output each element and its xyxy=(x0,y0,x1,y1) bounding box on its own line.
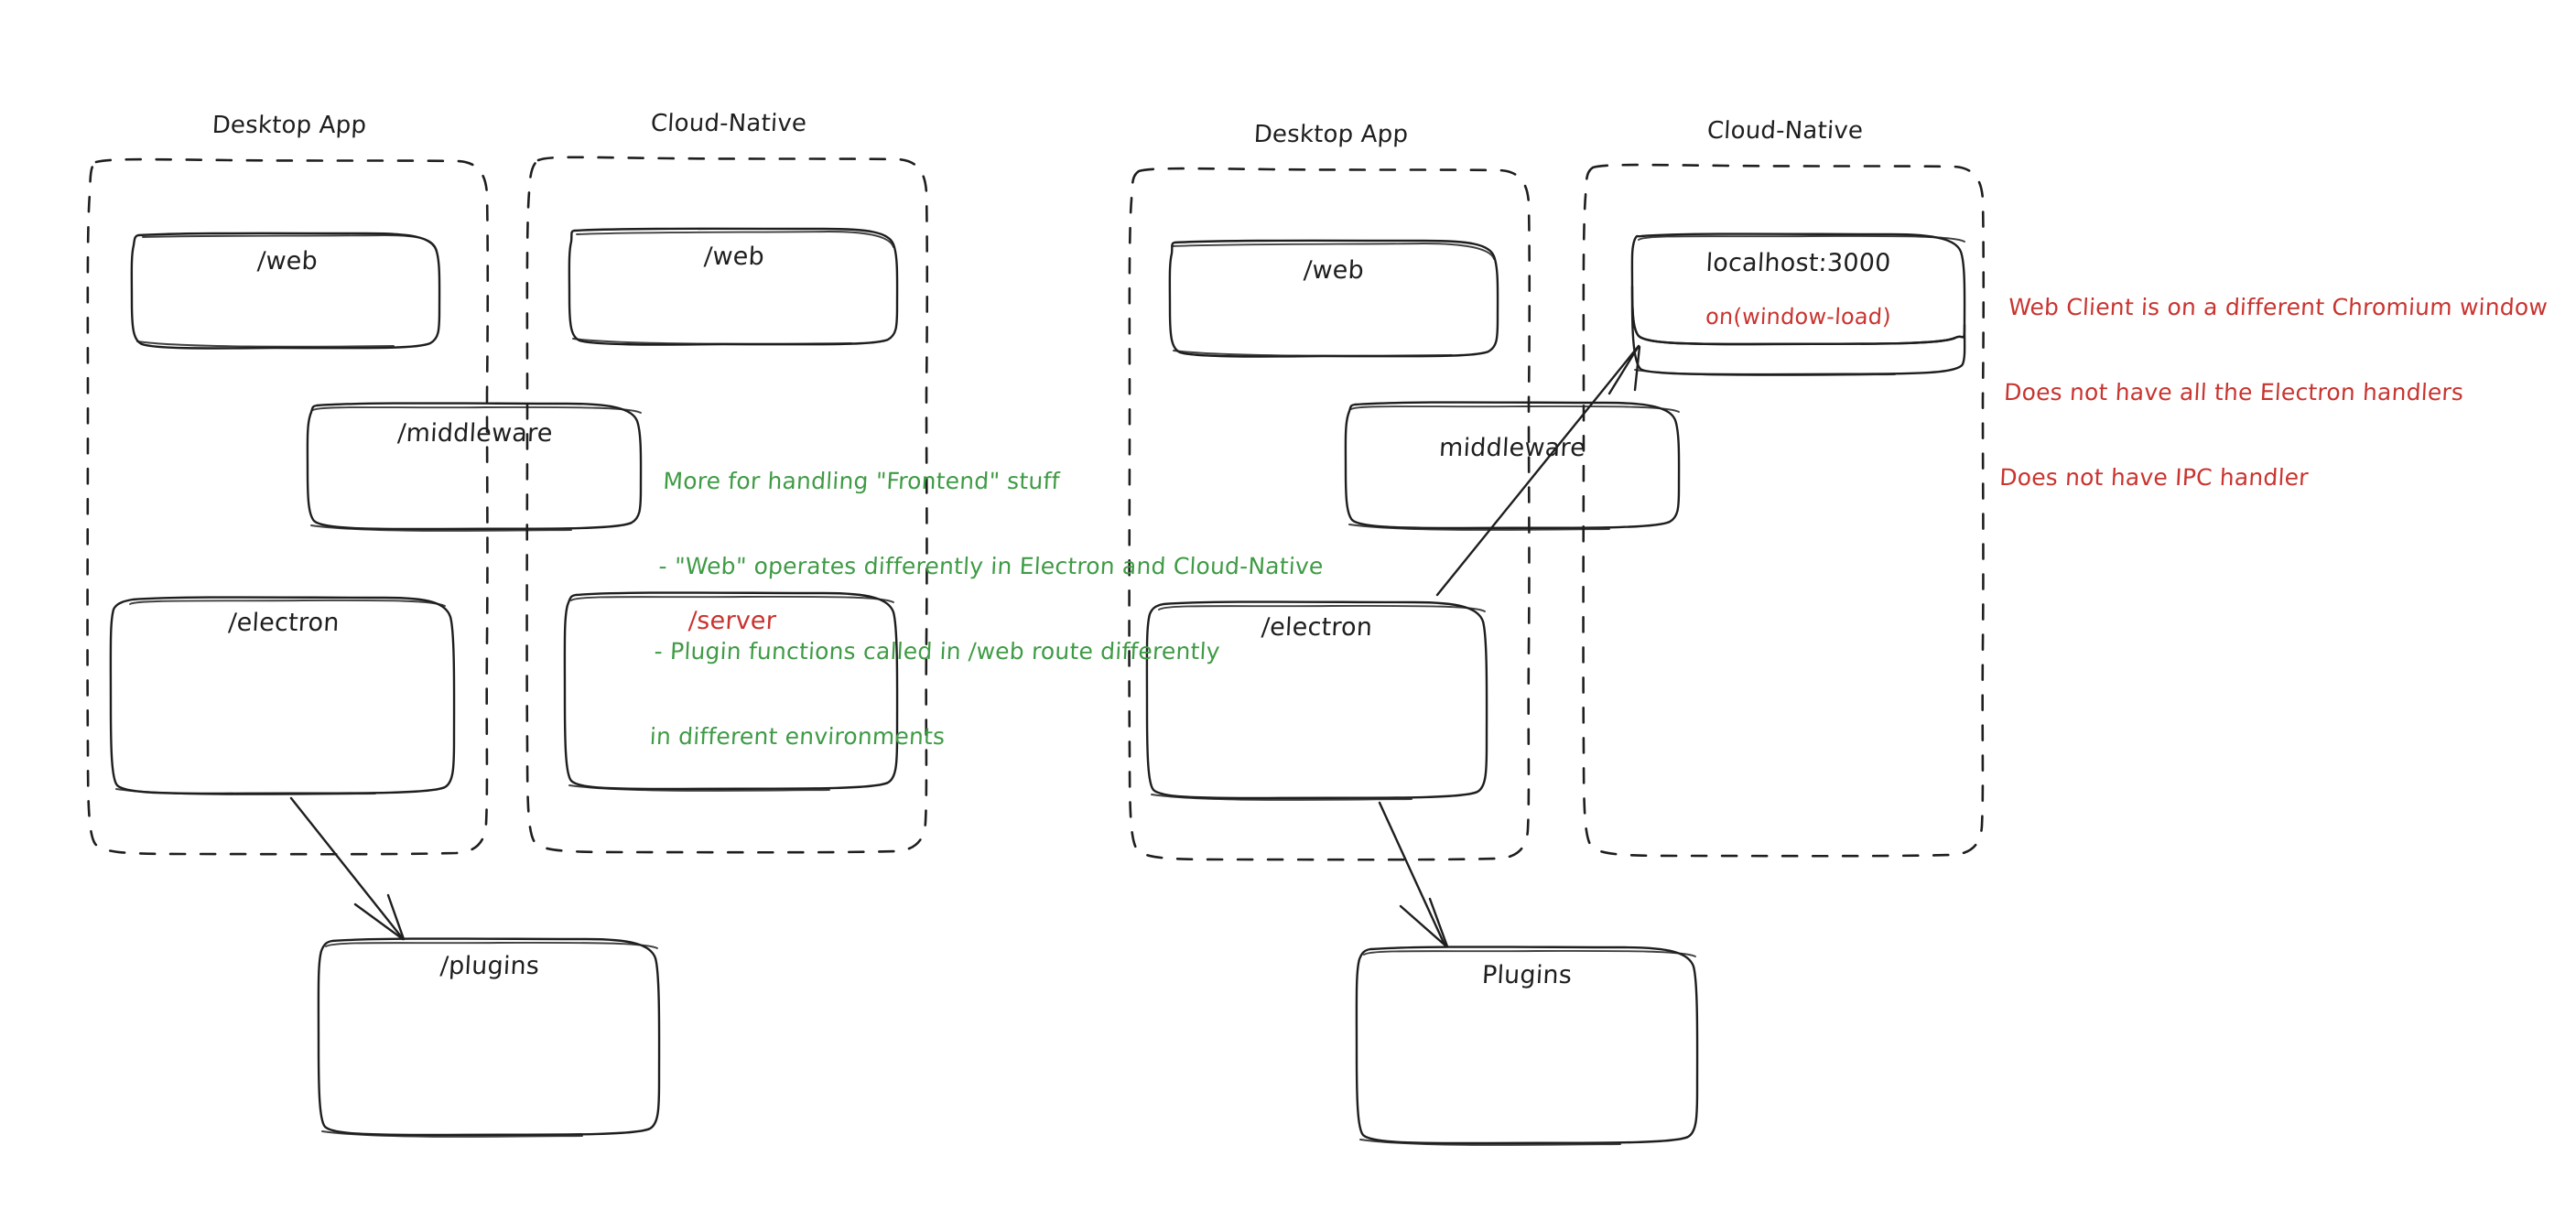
box-left-cloud-server[interactable] xyxy=(563,591,899,792)
box-label-right-plugins: Plugins xyxy=(1481,961,1573,989)
note-right-red-line-2: Does not have all the Electron handlers xyxy=(2003,379,2464,405)
group-right-desktop-app xyxy=(1128,167,1532,861)
box-label-right-middleware: middleware xyxy=(1438,434,1586,462)
box-label-left-desktop-electron: /electron xyxy=(227,609,341,637)
box-label-left-cloud-web: /web xyxy=(703,243,765,271)
note-left-green-line-4: in different environments xyxy=(649,723,947,750)
box-label-right-desktop-web: /web xyxy=(1303,256,1365,285)
box-left-desktop-web[interactable] xyxy=(130,232,441,350)
box-right-cloud-localhost[interactable] xyxy=(1630,232,1966,376)
group-label-left-cloud-native: Cloud-Native xyxy=(650,110,807,137)
box-label-right-desktop-electron: /electron xyxy=(1261,613,1373,642)
box-right-middleware[interactable] xyxy=(1344,401,1681,531)
group-right-cloud-native xyxy=(1582,163,1986,858)
box-left-plugins[interactable] xyxy=(317,937,661,1138)
arrow-right-electron-to-plugins xyxy=(1378,801,1449,948)
note-left-green: More for handling "Frontend" stuff - "We… xyxy=(647,410,1331,779)
box-left-cloud-web[interactable] xyxy=(568,227,899,346)
note-right-red-line-3: Does not have IPC handler xyxy=(1998,464,2310,491)
group-label-right-cloud-native: Cloud-Native xyxy=(1706,117,1864,145)
note-left-green-line-1: More for handling "Frontend" stuff xyxy=(662,468,1061,494)
box-sublabel-right-cloud-localhost: on(window-load) xyxy=(1705,304,1892,330)
group-label-left-desktop-app: Desktop App xyxy=(211,112,368,139)
box-label-left-plugins: /plugins xyxy=(439,952,540,980)
box-label-left-desktop-web: /web xyxy=(256,247,319,276)
note-left-green-line-2: - "Web" operates differently in Electron… xyxy=(657,553,1325,579)
box-left-middleware[interactable] xyxy=(306,402,643,532)
arrow-left-electron-to-plugins xyxy=(289,796,406,941)
box-label-right-cloud-localhost: localhost:3000 xyxy=(1705,249,1892,277)
group-left-desktop-app xyxy=(86,157,490,856)
box-label-left-middleware: /middleware xyxy=(396,419,554,448)
group-left-cloud-native xyxy=(525,156,929,854)
box-right-desktop-web[interactable] xyxy=(1168,239,1499,358)
box-left-desktop-electron[interactable] xyxy=(109,596,456,795)
box-right-desktop-electron[interactable] xyxy=(1145,600,1488,801)
group-label-right-desktop-app: Desktop App xyxy=(1252,121,1410,148)
box-right-plugins[interactable] xyxy=(1355,946,1699,1146)
note-right-red-line-1: Web Client is on a different Chromium wi… xyxy=(2008,294,2549,320)
note-right-red: Web Client is on a different Chromium wi… xyxy=(1997,236,2551,520)
arrow-right-electron-to-localhost xyxy=(1435,344,1641,597)
